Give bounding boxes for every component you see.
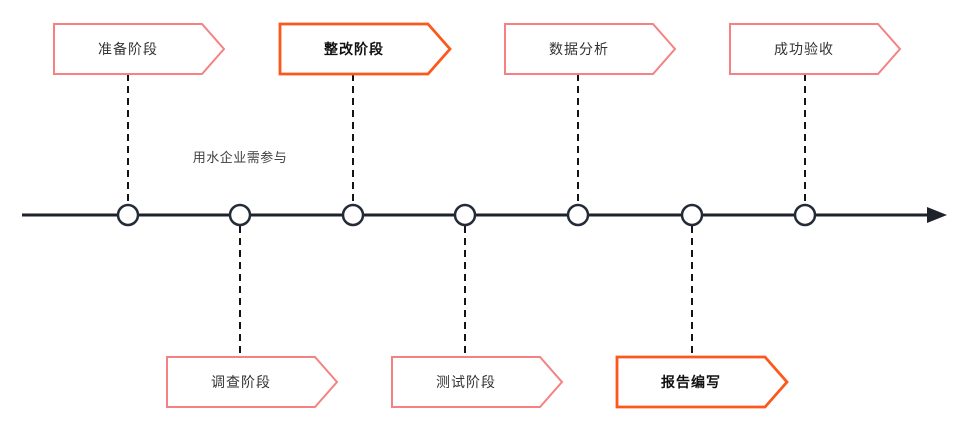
phase-label-rectification: 整改阶段: [324, 41, 384, 57]
phase-label-acceptance: 成功验收: [774, 41, 834, 57]
timeline-arrowhead-icon: [927, 207, 947, 223]
phase-shape-rectification[interactable]: [278, 22, 452, 76]
phase-shape-data-analysis[interactable]: [504, 23, 677, 75]
phase-node-investigation[interactable]: 调查阶段: [166, 356, 339, 408]
phase-shape-testing[interactable]: [391, 356, 564, 408]
phase-label-report-writing: 报告编写: [661, 374, 721, 390]
phase-label-testing: 测试阶段: [436, 374, 496, 390]
phase-label-preparation: 准备阶段: [98, 41, 158, 57]
timeline-node-7[interactable]: [793, 203, 817, 227]
participation-note: 用水企业需参与: [192, 150, 288, 165]
timeline-node-5[interactable]: [566, 203, 590, 227]
phase-shape-investigation[interactable]: [166, 356, 339, 408]
phase-node-data-analysis[interactable]: 数据分析: [504, 23, 677, 75]
timeline-node-2[interactable]: [228, 203, 252, 227]
timeline-node-4[interactable]: [453, 203, 477, 227]
phase-node-testing[interactable]: 测试阶段: [391, 356, 564, 408]
timeline-node-6[interactable]: [680, 203, 704, 227]
phase-node-report-writing[interactable]: 报告编写: [615, 355, 789, 409]
timeline-node-1[interactable]: [116, 203, 140, 227]
phase-node-acceptance[interactable]: 成功验收: [729, 23, 902, 75]
phase-shape-report-writing[interactable]: [615, 355, 789, 409]
phase-shape-acceptance[interactable]: [729, 23, 902, 75]
phase-label-investigation: 调查阶段: [211, 374, 271, 390]
phase-label-data-analysis: 数据分析: [549, 41, 609, 57]
phase-node-preparation[interactable]: 准备阶段: [53, 23, 226, 75]
phase-shape-preparation[interactable]: [53, 23, 226, 75]
timeline-node-3[interactable]: [341, 203, 365, 227]
phase-node-rectification[interactable]: 整改阶段: [278, 22, 452, 76]
